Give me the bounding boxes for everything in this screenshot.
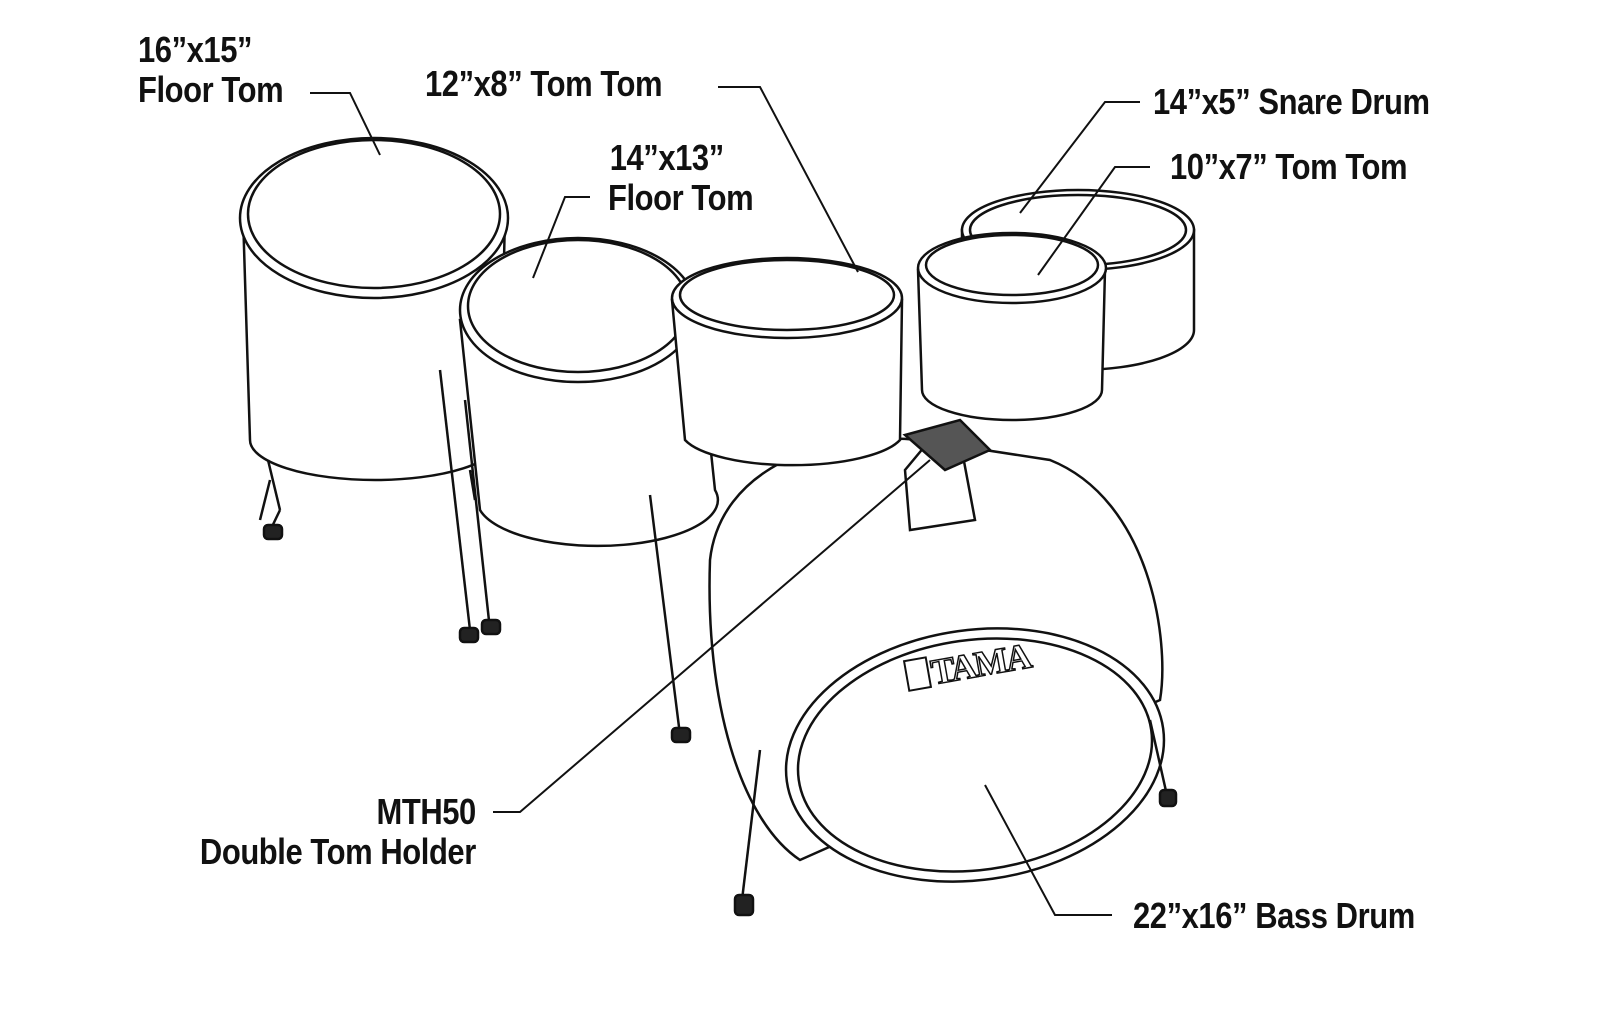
floor-tom-16-size: 16”x15” xyxy=(138,29,253,70)
floor-tom-14-name: Floor Tom xyxy=(608,177,754,218)
floor-tom-14 xyxy=(438,236,720,744)
leader-lines xyxy=(310,86,1150,916)
tom-10-label: 10”x7” Tom Tom xyxy=(1170,146,1408,187)
tom-12-label: 12”x8” Tom Tom xyxy=(425,63,663,104)
holder-name: Double Tom Holder xyxy=(200,831,476,872)
holder-model: MTH50 xyxy=(376,791,477,832)
floor-tom-14-size: 14”x13” xyxy=(609,137,724,178)
floor-tom-16 xyxy=(238,136,510,541)
snare-label: 14”x5” Snare Drum xyxy=(1153,81,1430,122)
tom-tom-12 xyxy=(670,256,904,467)
floor-tom-14-label: 14”x13” Floor Tom xyxy=(608,137,754,218)
bass-drum xyxy=(708,418,1178,917)
floor-tom-16-label: 16”x15” Floor Tom xyxy=(138,29,284,110)
floor-tom-16-name: Floor Tom xyxy=(138,69,284,110)
bass-label: 22”x16” Bass Drum xyxy=(1133,895,1415,936)
holder-label: MTH50 Double Tom Holder xyxy=(200,792,476,872)
tom-tom-10 xyxy=(916,231,1108,422)
